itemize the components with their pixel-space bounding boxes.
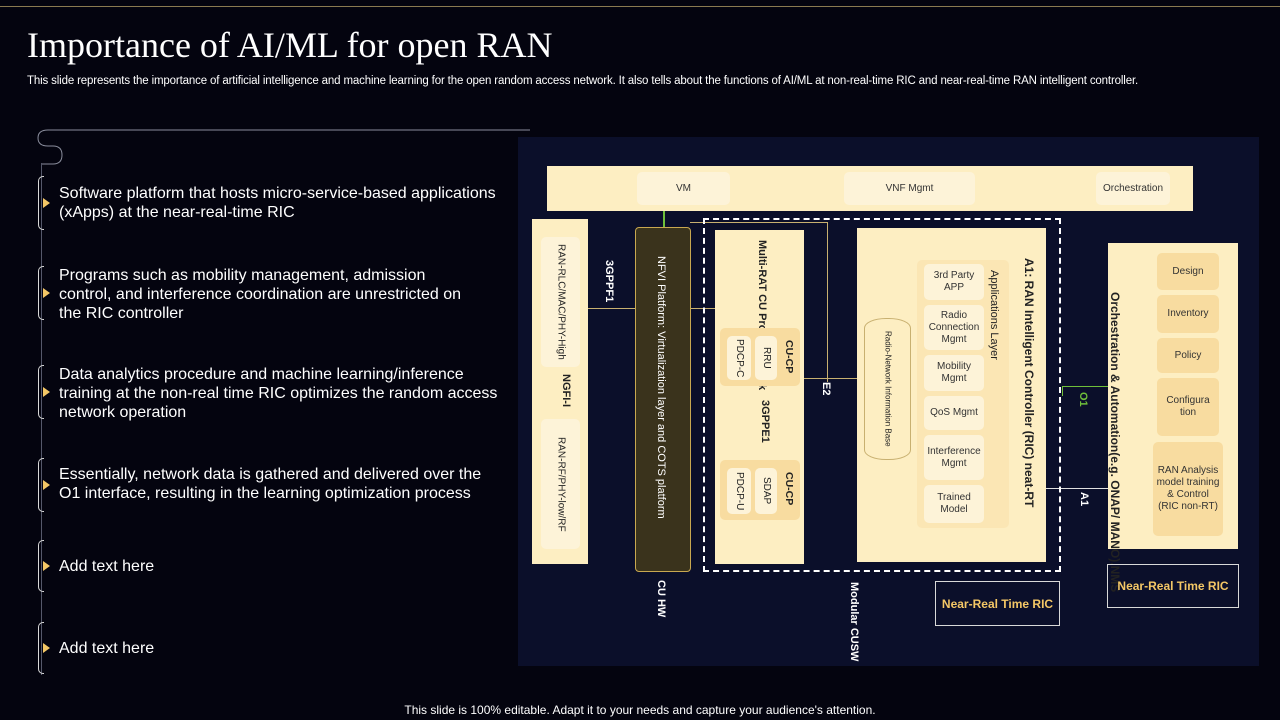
- orchestration-box: Orchestration: [1096, 172, 1170, 205]
- pdcp-u-box: PDCP-U: [727, 468, 751, 514]
- orch-configuration: Configura tion: [1157, 378, 1219, 436]
- list-item: Data analytics procedure and machine lea…: [38, 365, 508, 421]
- e2-connector: [804, 378, 858, 379]
- point-text: Add text here: [59, 558, 155, 575]
- triangle-bullet-icon: [43, 198, 50, 208]
- nfvi-label: NFVI Platform: Virtualization layer and …: [655, 256, 667, 519]
- vm-connector: [663, 204, 665, 228]
- ran-high-box: RAN-RLC/MAC/PHY-High: [541, 237, 580, 367]
- list-item: Software platform that hosts micro-servi…: [38, 176, 508, 230]
- nfvi-platform-box: [635, 227, 691, 572]
- app-3rd-party: 3rd Party APP: [924, 264, 984, 300]
- bracket-decor: [38, 176, 44, 230]
- near-rt-ric-label-2: Near-Real Time RIC: [1107, 564, 1239, 608]
- bracket-decor: [38, 365, 44, 419]
- ric-title: A1: RAN Intelligent Controller (RIC) nea…: [1022, 258, 1036, 508]
- modular-cusw-group: [703, 218, 1061, 572]
- pdcp-c-box: PDCP-C: [727, 336, 751, 380]
- vm-box: VM: [637, 172, 730, 205]
- app-trained-model: Trained Model: [924, 485, 984, 523]
- rnib-cylinder: Radio-Network Information Base: [864, 318, 911, 460]
- cu-hw-label: CU HW: [655, 580, 667, 618]
- triangle-bullet-icon: [43, 288, 50, 298]
- top-connector: [690, 222, 828, 223]
- a1-label: A1: [1078, 492, 1090, 507]
- top-connector-v: [827, 222, 828, 382]
- footer-note: This slide is 100% editable. Adapt it to…: [404, 703, 876, 717]
- top-divider: [0, 6, 1280, 7]
- app-mobility: Mobility Mgmt: [924, 355, 984, 391]
- page-subtitle: This slide represents the importance of …: [27, 75, 1139, 87]
- app-interference: Interference Mgmt: [924, 435, 984, 480]
- triangle-bullet-icon: [43, 480, 50, 490]
- orch-inventory: Inventory: [1157, 295, 1219, 333]
- f1-label: 3GPPF1: [603, 260, 615, 303]
- triangle-bullet-icon: [43, 643, 50, 653]
- app-layer-label: Applications Layer: [988, 270, 1000, 360]
- page-title: Importance of AI/ML for open RAN: [27, 25, 553, 65]
- o1-label: O1: [1077, 392, 1089, 407]
- a1-connector: [1046, 488, 1109, 489]
- triangle-bullet-icon: [43, 387, 50, 397]
- app-radio-connection: Radio Connection Mgmt: [924, 305, 984, 350]
- list-decor-curve: [37, 129, 530, 165]
- point-text: Add text here: [59, 640, 155, 657]
- list-item: Essentially, network data is gathered an…: [38, 458, 508, 512]
- ran-low-box: RAN-RF/PHY-low/RF: [541, 419, 580, 549]
- rru-box: RRU: [755, 336, 777, 380]
- orch-design: Design: [1157, 253, 1219, 290]
- bracket-decor: [38, 622, 44, 674]
- point-text: Programs such as mobility management, ad…: [59, 267, 462, 322]
- triangle-bullet-icon: [43, 561, 50, 571]
- cu-cp-label-1: CU-CP: [783, 340, 795, 374]
- vnf-mgmt-box: VNF Mgmt: [844, 172, 975, 205]
- ngfi-label: NGFI-I: [560, 374, 572, 407]
- near-rt-ric-label: Near-Real Time RIC: [935, 581, 1060, 626]
- o1-connector-v: [1062, 386, 1063, 396]
- orchestration-title: Orchestration & Automation(e.g. ONAP/ MA…: [1108, 292, 1122, 593]
- modular-cusw-label: Modular CUSW: [848, 582, 860, 662]
- point-text: Data analytics procedure and machine lea…: [59, 366, 498, 421]
- sdap-box: SDAP: [755, 468, 777, 514]
- point-text: Essentially, network data is gathered an…: [59, 466, 482, 502]
- app-qos: QoS Mgmt: [924, 396, 984, 430]
- orch-policy: Policy: [1157, 338, 1219, 373]
- cu-cp-label-2: CU-CP: [783, 472, 795, 506]
- point-text: Software platform that hosts micro-servi…: [59, 185, 496, 221]
- list-timeline-line: [41, 163, 42, 675]
- list-item: Add text here: [38, 540, 508, 592]
- list-item: Add text here: [38, 622, 508, 674]
- bracket-decor: [38, 458, 44, 512]
- bracket-decor: [38, 266, 44, 320]
- orch-ran-analysis: RAN Analysis model training & Control (R…: [1153, 442, 1223, 536]
- o1-connector: [1062, 386, 1109, 387]
- bracket-decor: [38, 540, 44, 592]
- e1-label: 3GPPE1: [759, 400, 771, 443]
- f1-connector: [588, 308, 636, 309]
- list-item: Programs such as mobility management, ad…: [38, 266, 508, 322]
- applications-layer: [917, 260, 1009, 528]
- e2-label: E2: [820, 382, 832, 396]
